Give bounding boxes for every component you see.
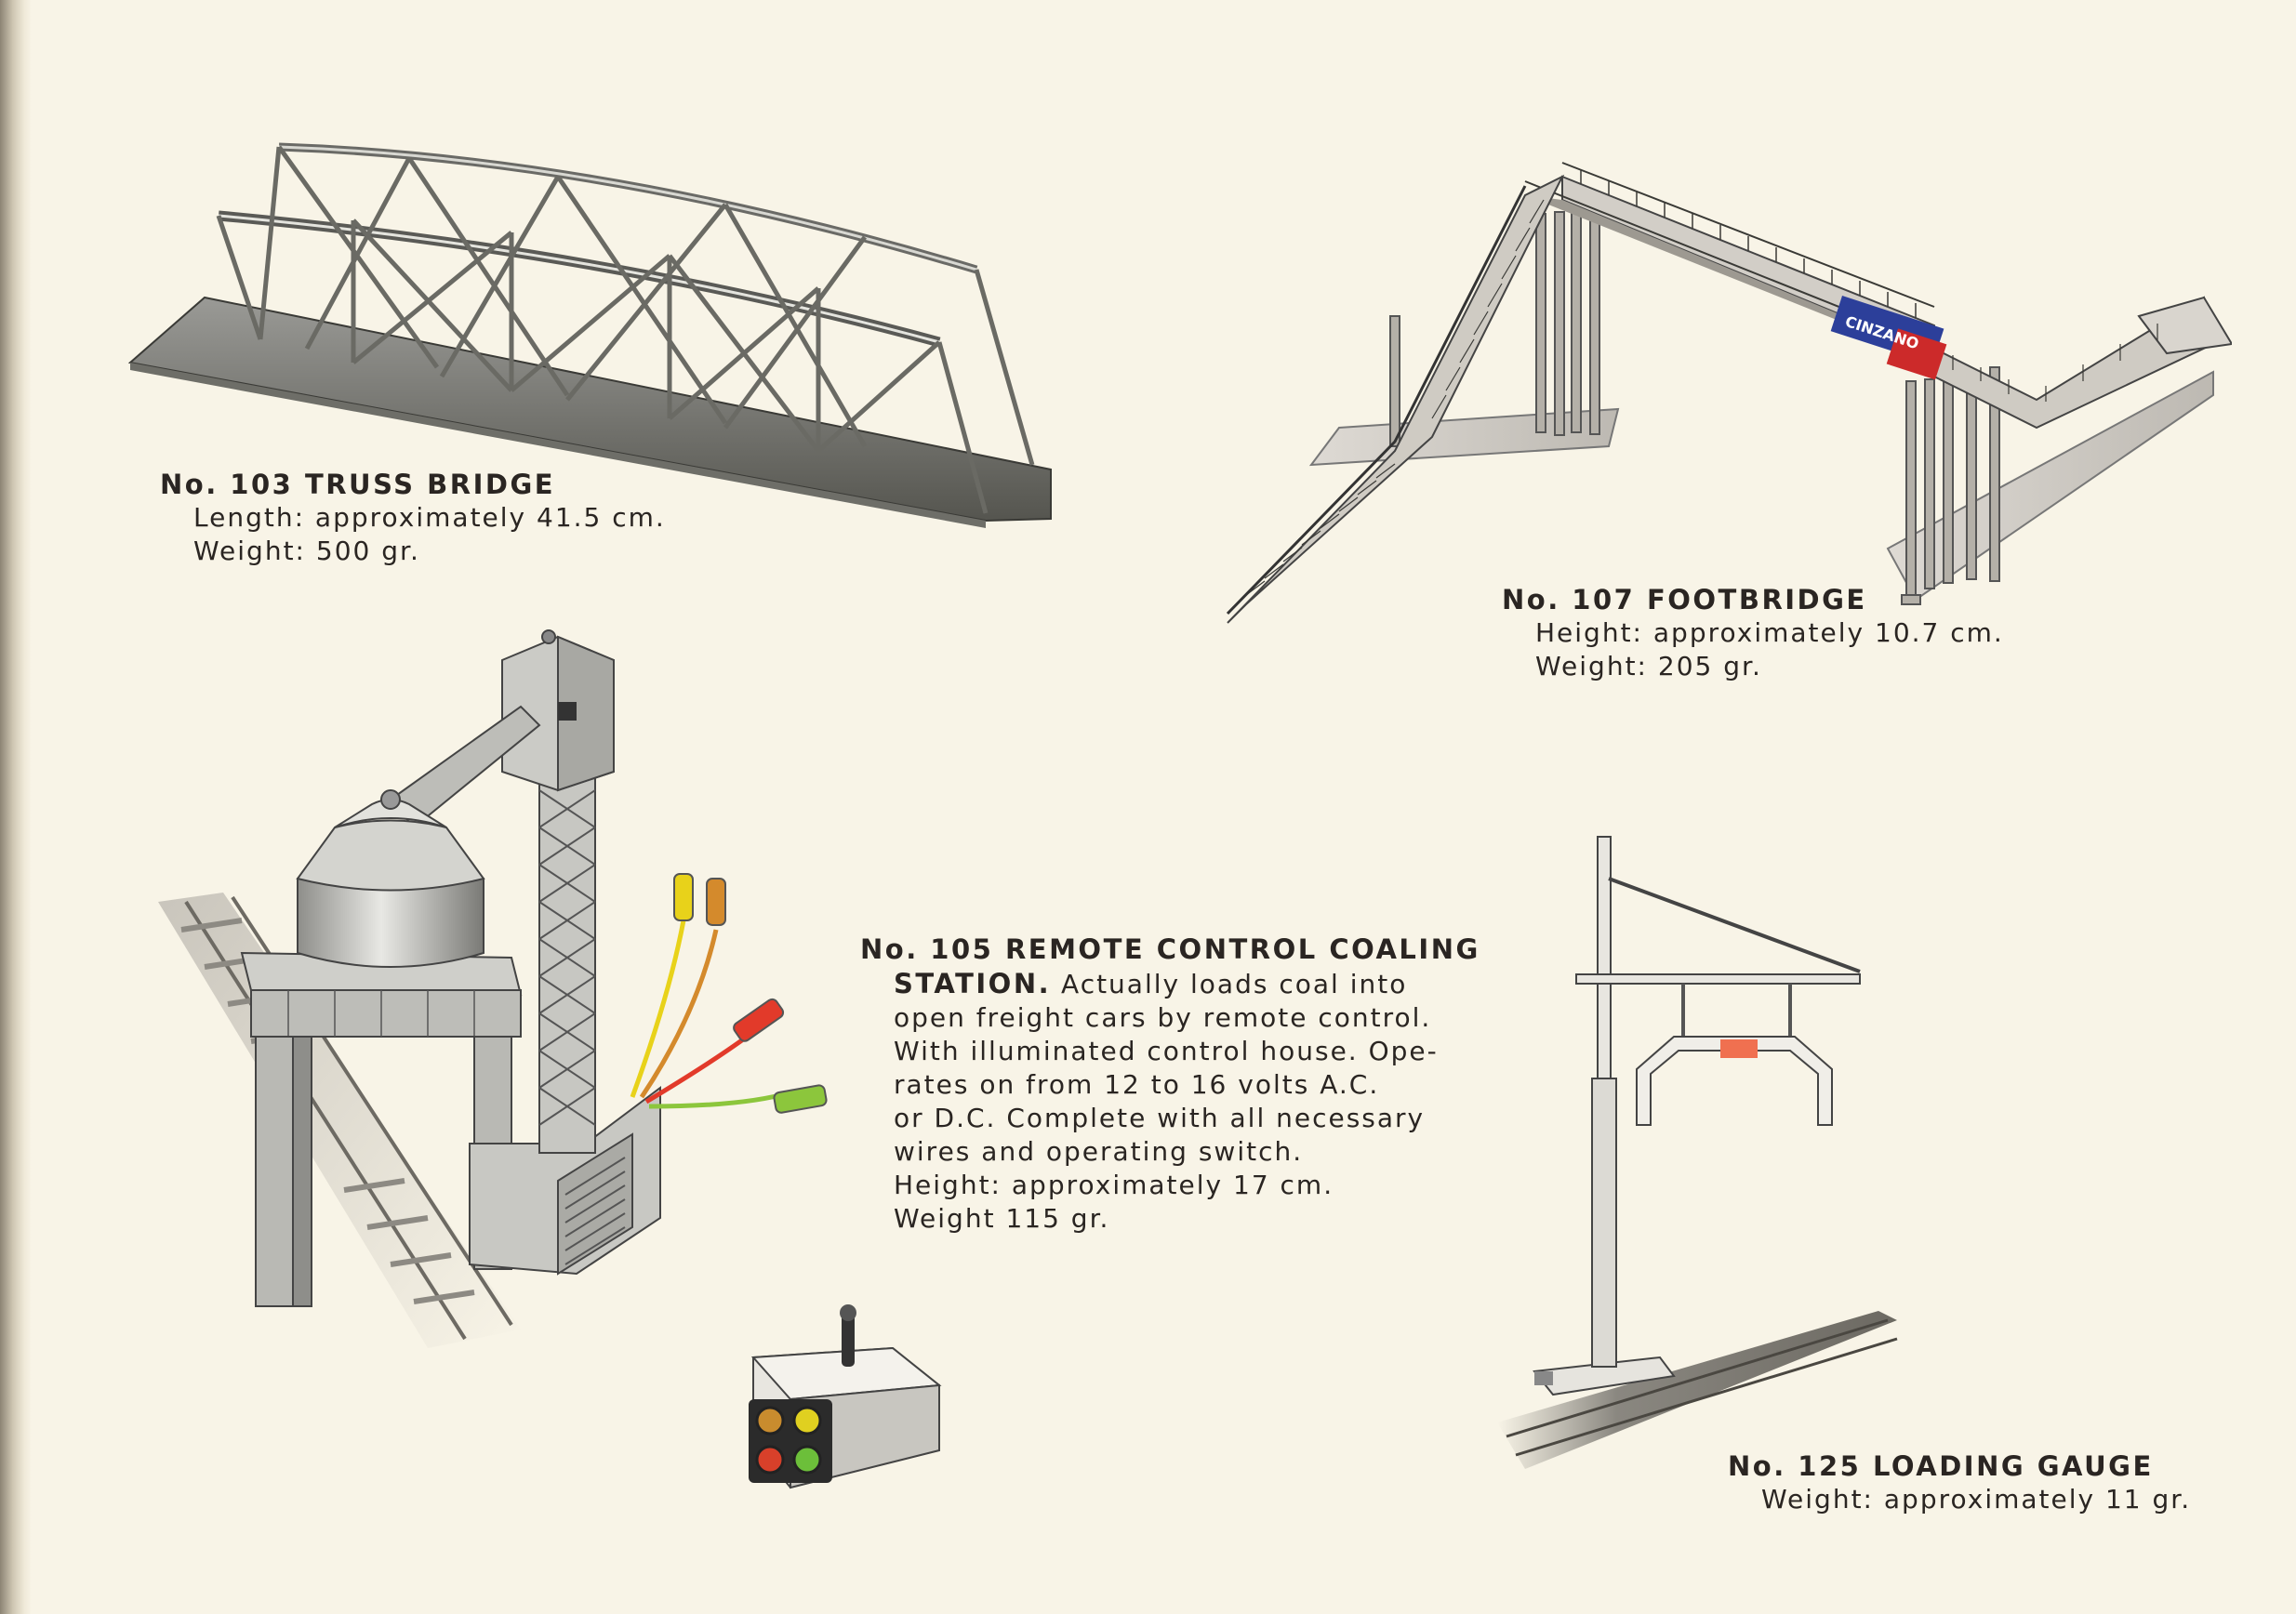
coaling-station-desc-2: open freight cars by remote control. [894,1002,1432,1033]
coaling-station-title: No. 105 REMOTE CONTROL COALING [860,933,1480,965]
coaling-station-caption: No. 105 REMOTE CONTROL COALING STATION. … [860,933,1480,1236]
footbridge-caption: No. 107 FOOTBRIDGE Height: approximately… [1502,583,2004,683]
loading-gauge-illustration [1497,836,1898,1469]
coaling-station-weight: Weight 115 gr. [894,1203,1110,1234]
footbridge-title: No. 107 FOOTBRIDGE [1502,584,1867,615]
coaling-station-illustration [158,629,828,1348]
coaling-station-desc-1: Actually loads coal into [1051,969,1408,999]
footbridge-weight: Weight: 205 gr. [1535,651,1762,681]
page-binding-edge [0,0,32,1614]
loading-gauge-caption: No. 125 LOADING GAUGE Weight: approximat… [1728,1449,2191,1516]
truss-bridge-length: Length: approximately 41.5 cm. [193,502,666,533]
coaling-station-height: Height: approximately 17 cm. [894,1170,1334,1200]
footbridge-illustration: CINZANO [1226,162,2232,624]
loading-gauge-weight: Weight: approximately 11 gr. [1761,1484,2192,1515]
truss-bridge-title: No. 103 TRUSS BRIDGE [160,469,556,500]
truss-bridge-illustration [127,142,1052,528]
coaling-station-desc-4: rates on from 12 to 16 volts A.C. [894,1069,1380,1100]
truss-bridge-weight: Weight: 500 gr. [193,536,420,566]
footbridge-height: Height: approximately 10.7 cm. [1535,617,2004,648]
coaling-station-title-cont: STATION. [894,968,1052,999]
loading-gauge-title: No. 125 LOADING GAUGE [1728,1450,2154,1482]
control-switch-illustration [749,1304,942,1489]
truss-bridge-caption: No. 103 TRUSS BRIDGE Length: approximate… [160,468,666,568]
coaling-station-desc-6: wires and operating switch. [894,1136,1304,1167]
coaling-station-desc-3: With illuminated control house. Ope- [894,1036,1439,1066]
coaling-station-desc-5: or D.C. Complete with all necessary [894,1103,1426,1133]
